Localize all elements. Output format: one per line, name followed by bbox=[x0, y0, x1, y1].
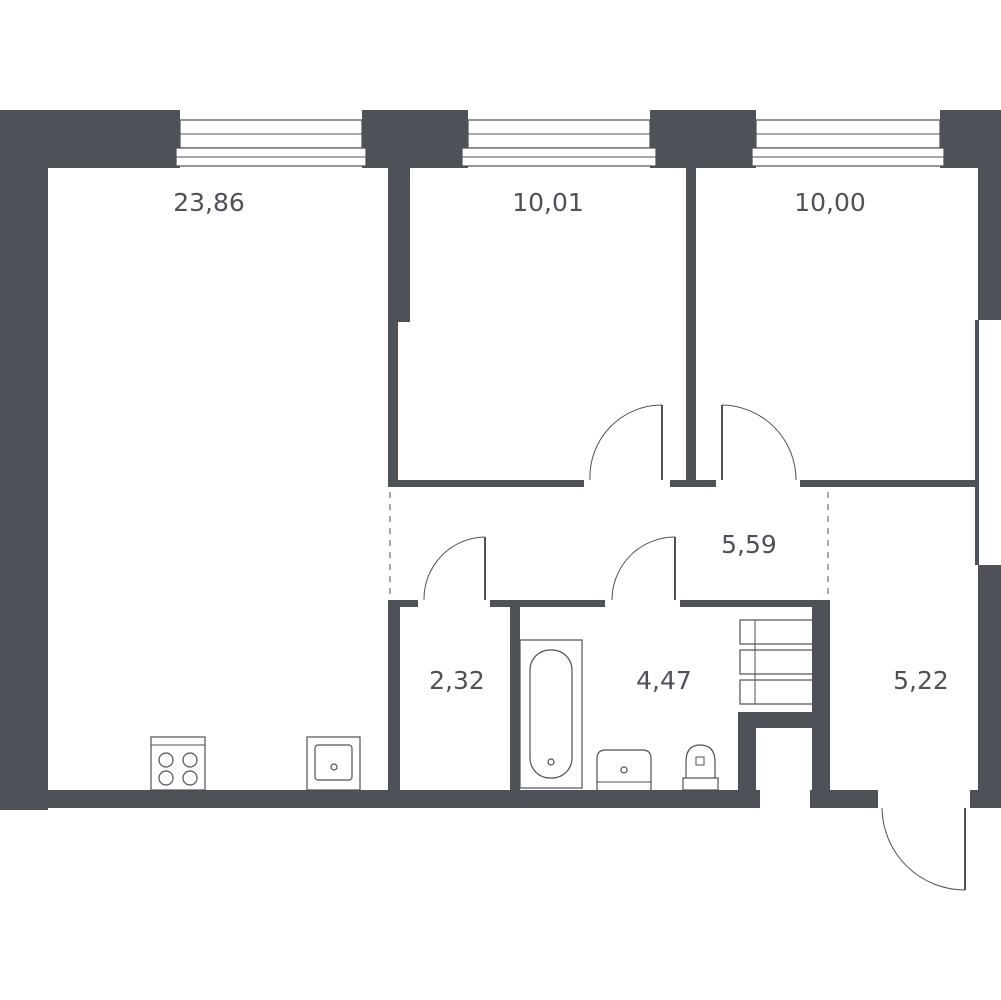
door-bathroom[interactable] bbox=[611, 536, 676, 601]
room-labels: 23,86 10,01 10,00 5,59 2,32 4,47 5,22 bbox=[173, 188, 949, 695]
door-entrance[interactable] bbox=[881, 807, 966, 891]
room-area-hallway: 5,22 bbox=[893, 666, 949, 695]
windows bbox=[175, 119, 945, 167]
bathtub-icon bbox=[519, 639, 583, 789]
washbasin-icon bbox=[596, 749, 652, 790]
room-area-toilet: 2,32 bbox=[429, 666, 485, 695]
exterior-walls bbox=[0, 110, 1001, 810]
door-bedroom-2[interactable] bbox=[721, 404, 797, 481]
room-area-bedroom-2: 10,00 bbox=[794, 188, 866, 217]
door-toilet[interactable] bbox=[423, 536, 486, 601]
doors bbox=[423, 404, 966, 891]
window-living bbox=[175, 119, 367, 167]
shelves-icon bbox=[739, 619, 821, 705]
room-area-bedroom-1: 10,01 bbox=[512, 188, 584, 217]
door-bedroom-1[interactable] bbox=[589, 404, 663, 481]
stove-icon bbox=[150, 736, 206, 791]
openings bbox=[389, 492, 829, 598]
window-bedroom-2 bbox=[751, 119, 945, 167]
room-area-bathroom: 4,47 bbox=[636, 666, 692, 695]
window-bedroom-1 bbox=[461, 119, 657, 167]
room-area-living: 23,86 bbox=[173, 188, 245, 217]
toilet-icon bbox=[682, 744, 719, 791]
interior-walls bbox=[388, 166, 979, 800]
sink-icon bbox=[306, 736, 361, 791]
room-area-corridor: 5,59 bbox=[721, 530, 777, 559]
